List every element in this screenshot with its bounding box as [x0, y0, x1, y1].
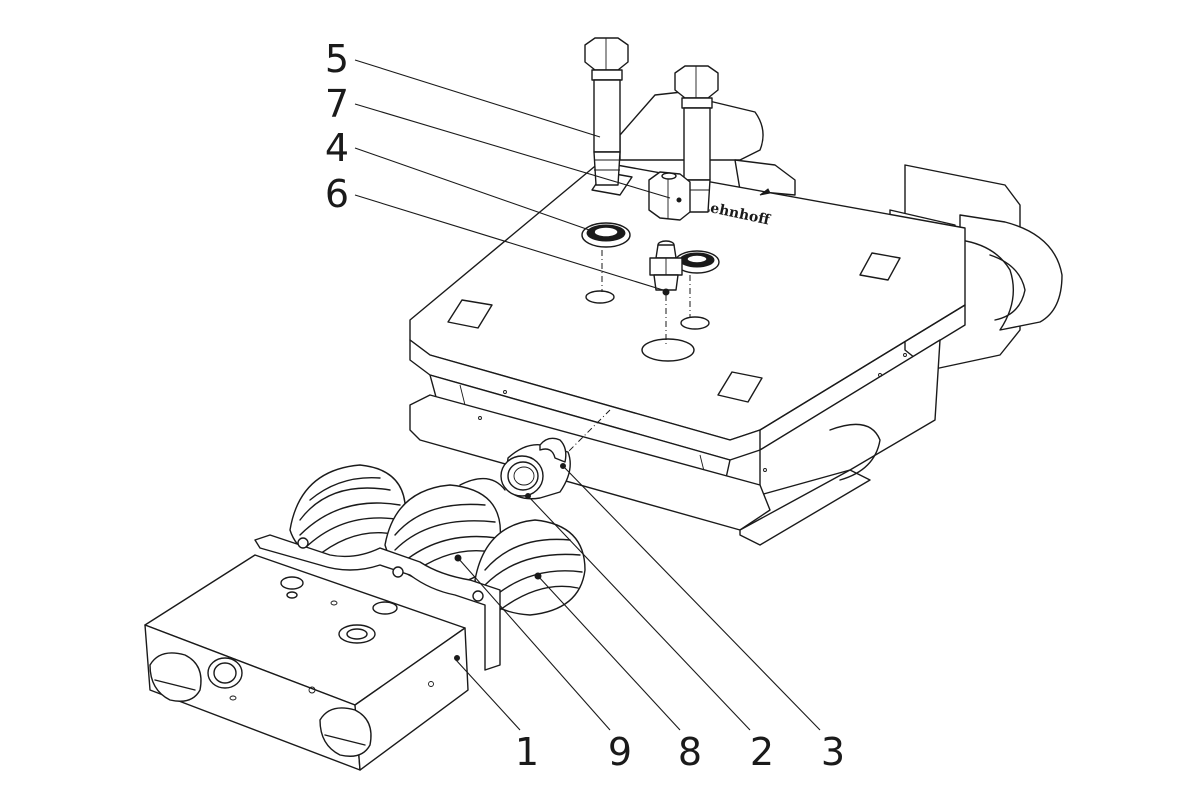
- spring-right: [474, 519, 586, 616]
- valve-block: [144, 554, 469, 771]
- washer-right: [674, 250, 720, 274]
- callout-4: 4: [325, 126, 349, 170]
- callout-2: 2: [750, 730, 774, 774]
- centerline: [559, 409, 611, 461]
- valve-fitting: [649, 240, 683, 296]
- callout-labels: 5 7 4 6 1 9 8 2 3: [325, 37, 845, 774]
- spring-left: [289, 464, 407, 566]
- leader-lines: [354, 59, 821, 731]
- callout-1: 1: [515, 730, 539, 774]
- callout-6: 6: [325, 172, 349, 216]
- frame-slot: [859, 252, 901, 281]
- bolt-hole: [680, 316, 710, 330]
- coupler-frame: Lehnhoff: [409, 89, 1063, 546]
- spring-guide-plate: [254, 534, 501, 671]
- frame-slot: [717, 371, 763, 403]
- callout-7: 7: [325, 82, 349, 126]
- callout-9: 9: [608, 730, 632, 774]
- callout-8: 8: [678, 730, 702, 774]
- brand-logo-mark: [759, 188, 771, 196]
- callout-3: 3: [821, 730, 845, 774]
- bolt-hole: [585, 290, 615, 304]
- valve-hole: [641, 338, 695, 362]
- bolt-right: [674, 65, 719, 213]
- hex-nut: [648, 171, 691, 221]
- frame-slot: [447, 299, 493, 329]
- bolt-left: [584, 37, 629, 186]
- bushing: [500, 437, 571, 500]
- washer-left: [581, 222, 631, 248]
- callout-5: 5: [325, 37, 349, 81]
